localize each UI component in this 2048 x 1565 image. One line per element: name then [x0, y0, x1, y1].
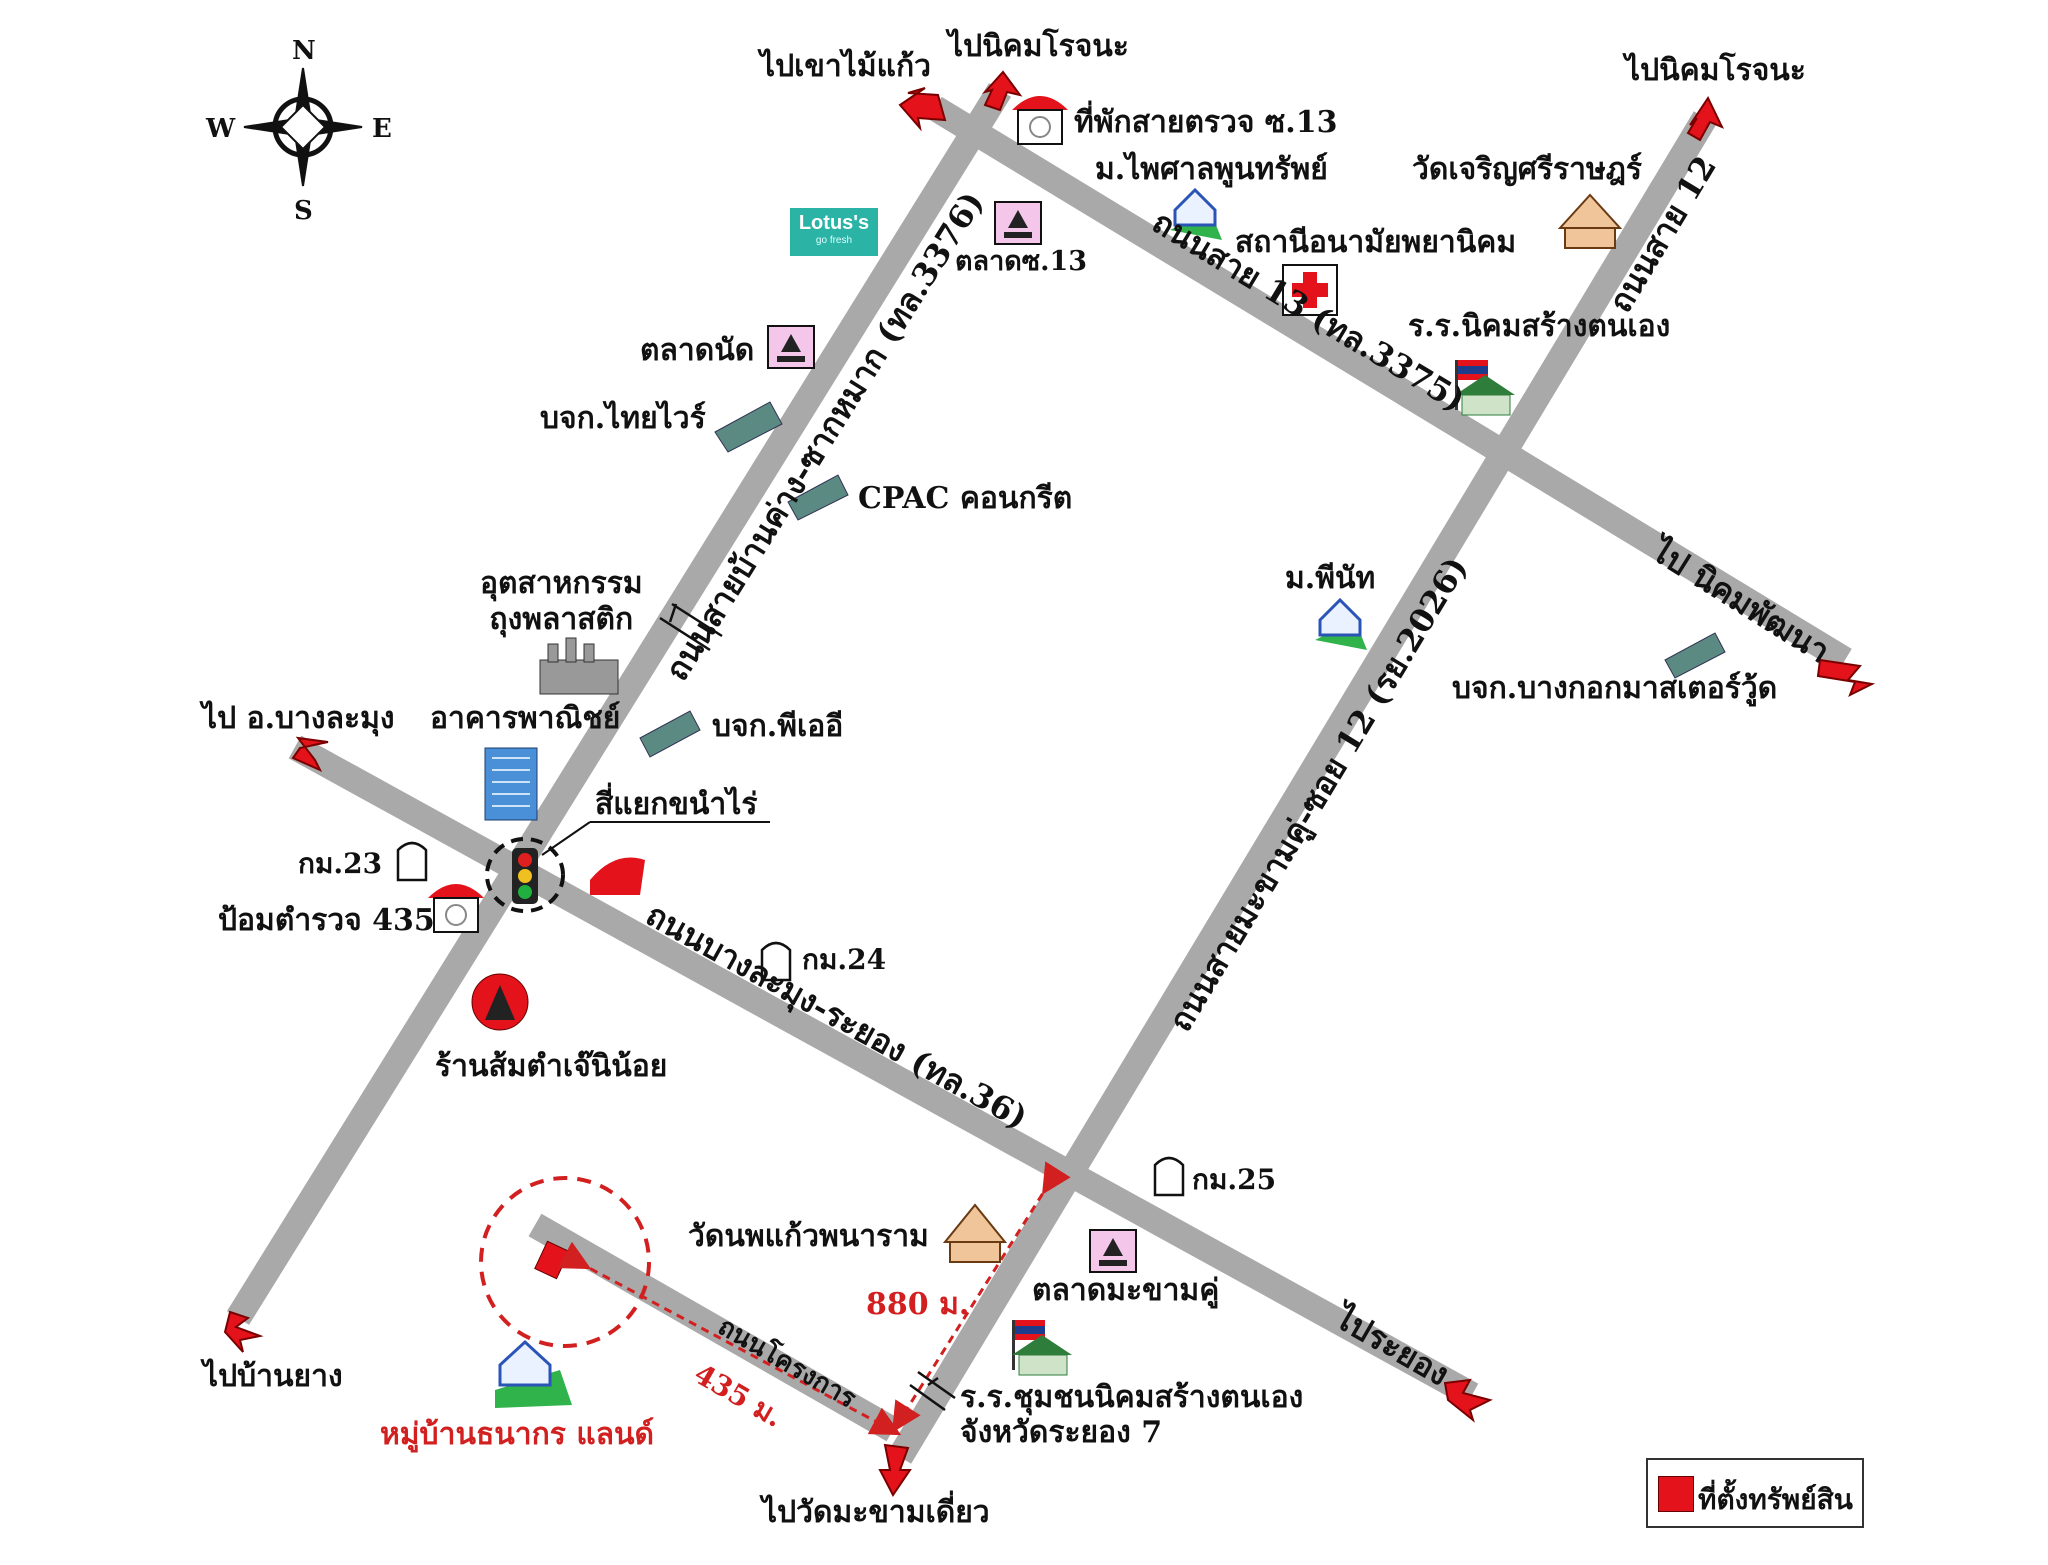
- factory-cpac-icon: [787, 474, 849, 521]
- legend-label: ที่ตั้งทรัพย์สิน: [1698, 1483, 1853, 1516]
- compass-e: E: [372, 114, 392, 144]
- label-market-13: ตลาดซ.13: [955, 246, 1088, 277]
- label-pisal-village: ม.ไพศาลพูนทรัพย์: [1095, 152, 1328, 187]
- road-3376-line: [226, 83, 1012, 1325]
- label-master-wood: บจก.บางกอกมาสเตอร์วู้ด: [1452, 671, 1778, 706]
- label-pinat-village: ม.พีนัท: [1285, 561, 1376, 596]
- plastic-factory-icon: [539, 637, 619, 695]
- label-school-nikhom: ร.ร.นิคมสร้างตนเอง: [1408, 309, 1671, 344]
- factory-master-wood-icon: [1664, 632, 1726, 679]
- label-pe: บจก.พีเออี: [712, 709, 844, 744]
- traffic-light-icon: [485, 837, 565, 913]
- km25-post-icon: [1153, 1156, 1185, 1197]
- label-km25: กม.25: [1192, 1163, 1277, 1196]
- police-booth-icons: [428, 96, 1068, 933]
- km23-post-icon: [396, 841, 428, 882]
- label-som-tam: ร้านส้มตำเจ๊นิน้อย: [435, 1049, 668, 1084]
- compass-w: W: [206, 114, 236, 144]
- label-cpac: CPAC คอนกรีต: [858, 481, 1073, 516]
- label-talat-nat: ตลาดนัด: [640, 333, 755, 368]
- legend-swatch: [1658, 1476, 1694, 1512]
- label-wat-nong-kaew: วัดนพแก้วพนาราม: [688, 1219, 929, 1254]
- label-thai-wire: บจก.ไทยไวร์: [540, 401, 706, 436]
- dest-bang-lamung: ไป อ.บางละมุง: [202, 701, 395, 736]
- label-chumchon-school: ร.ร.ชุมชนนิคมสร้างตนเอง จังหวัดระยอง 7: [960, 1380, 1304, 1451]
- distance-880-line: [892, 1161, 1071, 1433]
- arrow-khao-mai-kaew: [898, 87, 947, 132]
- legend: ที่ตั้งทรัพย์สิน: [1646, 1458, 1864, 1528]
- label-intersection: สี่แยกขนำไร่: [595, 787, 758, 822]
- village-icons: [495, 187, 1367, 1408]
- dest-nikhom-rojana-1: ไปนิคมโรจนะ: [948, 29, 1129, 64]
- lotus-logo-text: Lotus's: [798, 212, 870, 234]
- road-3375-line: [928, 96, 1852, 672]
- arrow-nikhom-rojana-2: [1686, 95, 1725, 142]
- factory-thai-wire-icon: [714, 401, 783, 453]
- label-km24: กม.24: [802, 943, 887, 976]
- compass-rose: [243, 67, 363, 187]
- bridge-3376: [659, 602, 723, 652]
- health-station-icon: [1282, 264, 1338, 316]
- dest-ban-yang: ไปบ้านยาง: [203, 1359, 343, 1394]
- compass-n: N: [292, 36, 316, 66]
- label-dist-880: 880 ม.: [866, 1287, 970, 1322]
- km24-post-icon: [760, 941, 792, 982]
- intersection-pointer: [541, 821, 591, 856]
- dest-wat-makham-diao: ไปวัดมะขามเดี่ยว: [762, 1495, 990, 1530]
- arrow-ban-yang: [223, 1310, 264, 1353]
- commercial-building-icon: [484, 747, 538, 821]
- lotus-logo-subtext: go fresh: [815, 235, 853, 246]
- honda-logo-icon: [590, 857, 645, 895]
- som-tam-icon: [471, 973, 529, 1031]
- distance-435-line: [557, 1241, 902, 1436]
- label-km23: กม.23: [298, 847, 383, 880]
- dest-nikhom-rojana-2: ไปนิคมโรจนะ: [1625, 53, 1806, 88]
- school-icons: [1012, 360, 1515, 1376]
- label-plastic-bag: อุตสาหกรรม ถุงพลาสติก: [480, 566, 643, 637]
- factory-pe-icon: [639, 710, 701, 758]
- arrow-nikhom-phatthana: [1816, 658, 1876, 698]
- dest-khao-mai-kaew: ไปเขาไม้แก้ว: [760, 49, 931, 84]
- arrow-wat-makham-diao: [878, 1443, 912, 1497]
- label-thanakorn: หมู่บ้านธนากร แลนด์: [380, 1417, 655, 1452]
- label-makham-market: ตลาดมะขามคู่: [1032, 1273, 1220, 1308]
- label-police-435: ป้อมตำรวจ 435: [218, 903, 435, 938]
- label-checkpoint-13: ที่พักสายตรวจ ซ.13: [1074, 105, 1338, 140]
- label-commercial: อาคารพาณิชย์: [430, 701, 621, 736]
- arrow-nikhom-rojana-1: [981, 70, 1023, 112]
- label-wat-charoen: วัดเจริญศรีราษฎร์: [1412, 152, 1642, 187]
- temple-icons: [942, 193, 1623, 1263]
- bridge-2026: [909, 1370, 956, 1412]
- label-health-station: สถานีอนามัยพยานิคม: [1235, 225, 1517, 260]
- arrow-bang-lamung: [291, 736, 329, 773]
- compass-s: S: [294, 196, 313, 226]
- arrow-rayong: [1443, 1378, 1493, 1423]
- lotus-logo: Lotus's go fresh: [790, 208, 878, 256]
- road-36-line: [288, 735, 1479, 1407]
